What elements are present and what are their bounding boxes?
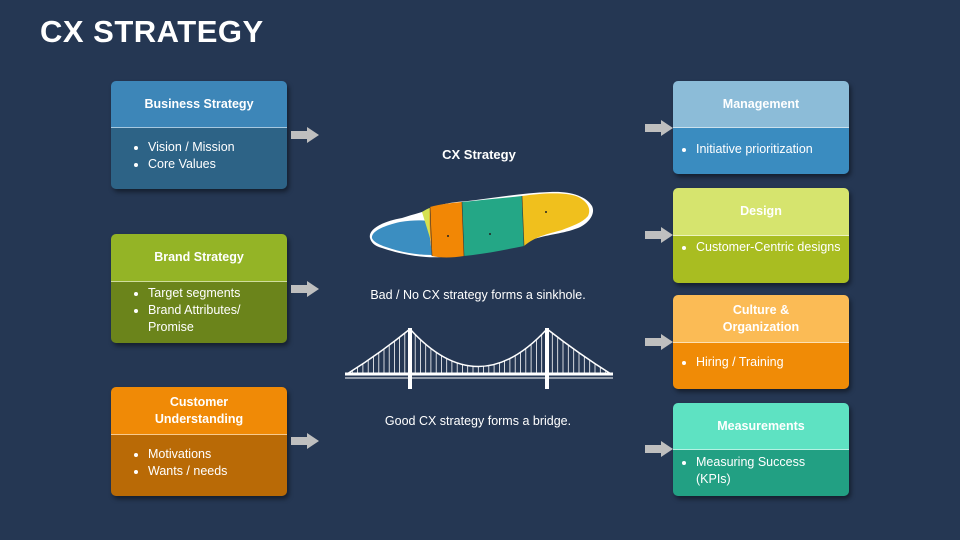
list-item: Measuring Success (KPIs) <box>696 454 809 488</box>
customer-understanding-card: Customer Understanding Motivations Wants… <box>111 387 287 496</box>
sinkhole-illustration <box>369 191 594 258</box>
list-item: Brand Attributes/ Promise <box>148 302 279 336</box>
arrow-right-icon <box>645 334 673 350</box>
arrow-right-icon <box>291 127 319 143</box>
card-heading: Measurements <box>673 403 849 450</box>
page-title: CX STRATEGY <box>40 14 264 49</box>
card-body: Vision / Mission Core Values <box>111 128 287 189</box>
arrow-right-icon <box>645 227 673 243</box>
culture-organization-card: Culture & Organization Hiring / Training <box>673 295 849 389</box>
bridge-illustration <box>345 328 613 389</box>
brand-strategy-card: Brand Strategy Target segments Brand Att… <box>111 234 287 343</box>
business-strategy-card: Business Strategy Vision / Mission Core … <box>111 81 287 189</box>
list-item: Vision / Mission <box>148 139 279 156</box>
list-item: Initiative prioritization <box>696 141 841 158</box>
card-heading: Customer Understanding <box>111 387 287 435</box>
list-item: Motivations <box>148 446 279 463</box>
center-heading: CX Strategy <box>442 147 516 162</box>
measurements-card: Measurements Measuring Success (KPIs) <box>673 403 849 496</box>
card-body: Measuring Success (KPIs) <box>673 450 849 496</box>
bridge-caption: Good CX strategy forms a bridge. <box>384 414 572 428</box>
card-body: Customer-Centric designs <box>673 236 849 283</box>
card-body: Hiring / Training <box>673 343 849 389</box>
list-item: Wants / needs <box>148 463 279 480</box>
management-card: Management Initiative prioritization <box>673 81 849 174</box>
card-heading: Brand Strategy <box>111 234 287 282</box>
arrow-right-icon <box>645 441 673 457</box>
arrow-right-icon <box>645 120 673 136</box>
arrow-right-icon <box>291 281 319 297</box>
card-heading: Culture & Organization <box>673 295 849 343</box>
card-body: Initiative prioritization <box>673 128 849 174</box>
list-item: Core Values <box>148 156 279 173</box>
list-item: Target segments <box>148 285 279 302</box>
design-card: Design Customer-Centric designs <box>673 188 849 283</box>
card-body: Motivations Wants / needs <box>111 435 287 496</box>
arrow-right-icon <box>291 433 319 449</box>
card-body: Target segments Brand Attributes/ Promis… <box>111 282 287 343</box>
sinkhole-caption: Bad / No CX strategy forms a sinkhole. <box>370 288 586 302</box>
card-heading: Design <box>673 188 849 236</box>
card-heading: Business Strategy <box>111 81 287 128</box>
card-heading: Management <box>673 81 849 128</box>
list-item: Hiring / Training <box>696 354 841 371</box>
list-item: Customer-Centric designs <box>696 239 841 256</box>
